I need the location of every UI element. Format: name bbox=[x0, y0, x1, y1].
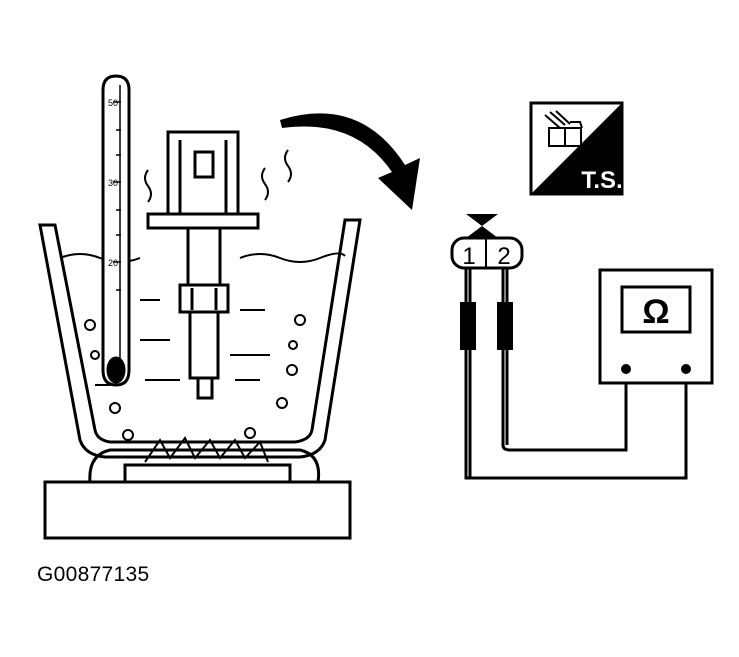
ohm-symbol: Ω bbox=[642, 293, 669, 331]
thermometer-label: 30 bbox=[108, 178, 118, 188]
heat-wave-icon bbox=[144, 149, 292, 203]
flame-icon bbox=[144, 436, 269, 463]
badge-text: T.S. bbox=[581, 167, 622, 194]
thermometer-label: 20 bbox=[108, 258, 118, 268]
meter-terminal bbox=[621, 364, 631, 374]
burner-stand bbox=[88, 448, 321, 483]
temperature-sensor bbox=[146, 130, 260, 400]
arrow-icon bbox=[280, 113, 420, 210]
pin-2: 2 bbox=[497, 243, 510, 270]
burner-base bbox=[43, 480, 352, 540]
probe-2 bbox=[497, 302, 513, 350]
thermometer bbox=[101, 74, 131, 387]
connector: 1 2 bbox=[450, 214, 524, 270]
probe-1 bbox=[460, 302, 476, 350]
ts-badge: T.S. bbox=[529, 101, 624, 196]
water-lines bbox=[95, 299, 270, 386]
connector-icon bbox=[544, 110, 583, 147]
ohmmeter: Ω bbox=[598, 268, 714, 385]
pot bbox=[38, 218, 362, 459]
figure-code: G00877135 bbox=[37, 563, 150, 586]
pin-1: 1 bbox=[462, 243, 475, 270]
bubbles bbox=[84, 314, 306, 441]
meter-terminal bbox=[681, 364, 691, 374]
thermometer-label: 50 bbox=[108, 98, 118, 108]
